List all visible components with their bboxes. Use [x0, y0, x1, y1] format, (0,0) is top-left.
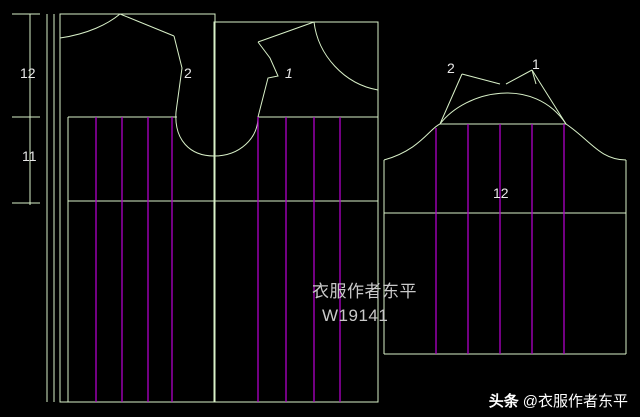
back-shoulder: [119, 13, 175, 37]
dim-label-upper: 12: [20, 65, 36, 81]
sleeve-guide-2: [461, 73, 501, 85]
back-neckline: [59, 13, 121, 39]
front-neckline: [313, 21, 379, 91]
dim-label-lower: 11: [22, 148, 37, 164]
back-armhole: [173, 35, 215, 157]
sleeve-mark-left-label: 2: [447, 60, 455, 76]
back-panel-frame: [59, 13, 216, 403]
front-armhole: [213, 41, 279, 157]
front-panel-frame: [213, 21, 379, 403]
sleeve-top-mark: [531, 69, 537, 85]
front-shoulder: [257, 21, 315, 43]
sleeve-cap: [383, 92, 627, 161]
front-armhole-label: 1: [285, 65, 293, 81]
sleeve-guide-4: [531, 69, 567, 125]
sleeve-mark-right-label: 1: [532, 56, 540, 72]
watermark-code: W19141: [322, 306, 389, 325]
sleeve-width-label: 12: [493, 185, 509, 201]
credit-brand: 头条: [488, 393, 519, 410]
source-credit: 头条@衣服作者东平: [489, 390, 628, 411]
back-armhole-label: 2: [184, 65, 192, 81]
sleeve-guide-3: [505, 69, 533, 85]
sleeve-guide-1: [439, 73, 463, 125]
watermark-name: 衣服作者东平: [312, 282, 417, 301]
credit-handle: @衣服作者东平: [522, 393, 628, 410]
